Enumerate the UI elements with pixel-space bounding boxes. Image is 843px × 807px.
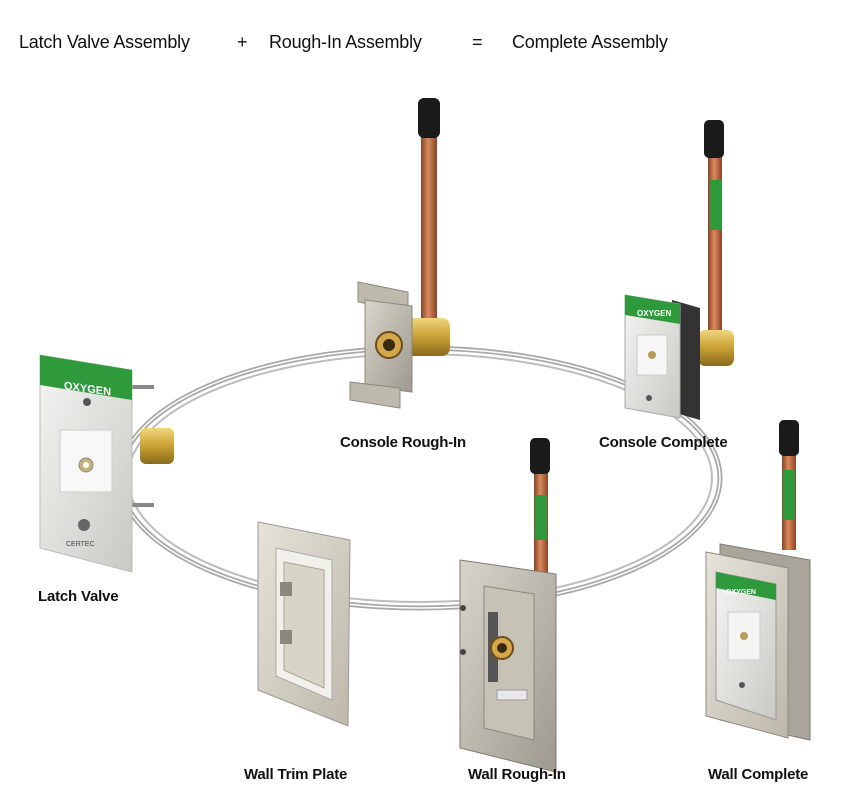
certec-logo: CERTEC bbox=[66, 541, 95, 548]
console-rough-in-image bbox=[349, 98, 450, 409]
wall-trim-plate-caption: Wall Trim Plate bbox=[244, 766, 348, 783]
console-oxygen-label: OXYGEN bbox=[637, 309, 671, 318]
console-complete-image: OXYGEN bbox=[624, 120, 734, 420]
wall-complete-caption: Wall Complete bbox=[708, 766, 809, 783]
console-rough-in-caption: Console Rough-In bbox=[340, 434, 466, 451]
wall-oxygen-label: OXYGEN bbox=[726, 589, 756, 596]
plus-sign: + bbox=[237, 32, 248, 52]
wall-trim-plate-image bbox=[257, 521, 351, 727]
wall-rough-in-image bbox=[459, 438, 557, 773]
wall-complete-image: OXYGEN bbox=[705, 420, 811, 741]
rough-in-assembly-term: Rough-In Assembly bbox=[269, 32, 422, 52]
assembly-equation: Latch Valve Assembly + Rough-In Assembly… bbox=[0, 32, 843, 58]
latch-valve-image: OXYGEN CERTEC bbox=[39, 354, 174, 573]
latch-valve-assembly-term: Latch Valve Assembly bbox=[19, 32, 190, 52]
equals-sign: = bbox=[472, 32, 483, 52]
latch-valve-caption: Latch Valve bbox=[38, 588, 119, 605]
wall-rough-in-caption: Wall Rough-In bbox=[468, 766, 566, 783]
complete-assembly-term: Complete Assembly bbox=[512, 32, 668, 52]
console-complete-caption: Console Complete bbox=[599, 434, 728, 451]
